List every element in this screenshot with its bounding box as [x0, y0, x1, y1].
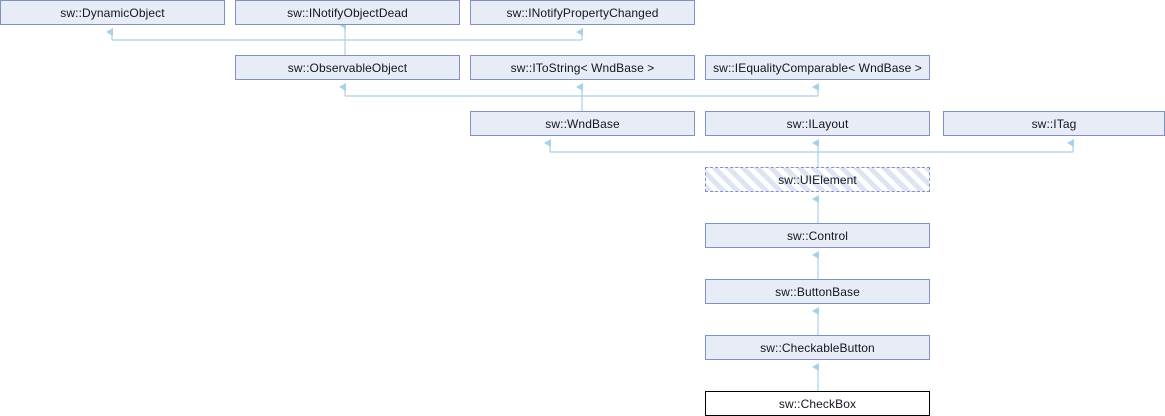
class-node-inotify-object-dead[interactable]: sw::INotifyObjectDead: [235, 0, 460, 25]
class-node-label: sw::INotifyObjectDead: [287, 5, 408, 20]
class-node-label: sw::ITag: [1031, 116, 1077, 131]
class-node-label: sw::CheckableButton: [760, 340, 875, 355]
class-node-label: sw::IToString< WndBase >: [510, 60, 655, 75]
class-node-check-box[interactable]: sw::CheckBox: [705, 391, 930, 416]
class-node-iequality-comparable-wndbase[interactable]: sw::IEqualityComparable< WndBase >: [705, 55, 930, 80]
class-node-control[interactable]: sw::Control: [705, 223, 930, 248]
class-node-label: sw::UIElement: [778, 172, 857, 187]
class-node-wnd-base[interactable]: sw::WndBase: [470, 111, 695, 136]
class-node-checkable-button[interactable]: sw::CheckableButton: [705, 335, 930, 360]
class-node-label: sw::ButtonBase: [775, 284, 860, 299]
class-node-itostring-wndbase[interactable]: sw::IToString< WndBase >: [470, 55, 695, 80]
class-node-itag[interactable]: sw::ITag: [943, 111, 1165, 136]
class-node-label: sw::Control: [786, 228, 849, 243]
class-node-label: sw::WndBase: [545, 116, 620, 131]
class-node-label: sw::ObservableObject: [287, 60, 408, 75]
class-node-uielement[interactable]: sw::UIElement: [705, 167, 930, 192]
class-node-label: sw::IEqualityComparable< WndBase >: [713, 60, 922, 75]
class-node-button-base[interactable]: sw::ButtonBase: [705, 279, 930, 304]
class-node-ilayout[interactable]: sw::ILayout: [705, 111, 930, 136]
class-node-inotify-property-changed[interactable]: sw::INotifyPropertyChanged: [470, 0, 695, 25]
class-node-observable-object[interactable]: sw::ObservableObject: [235, 55, 460, 80]
class-node-label: sw::INotifyPropertyChanged: [506, 5, 659, 20]
class-node-label: sw::CheckBox: [778, 396, 857, 411]
class-node-label: sw::DynamicObject: [60, 5, 165, 20]
class-node-dynamic-object[interactable]: sw::DynamicObject: [0, 0, 225, 25]
class-node-label: sw::ILayout: [786, 116, 849, 131]
